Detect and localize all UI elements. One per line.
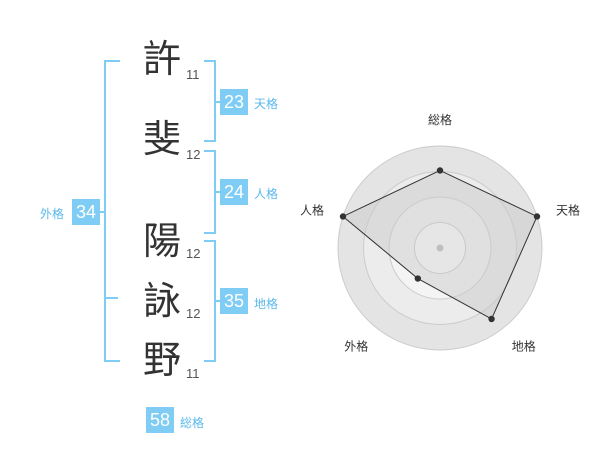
radar-center [436,244,444,252]
chikaku-bracket [204,240,216,362]
gaikaku-label: 外格 [40,207,65,221]
stroke-count-1: 11 [186,67,200,82]
radar-axis-label-4: 外格 [344,339,368,354]
jinkaku-connector [216,191,220,193]
gaikaku-connector [98,211,104,213]
chikaku-label: 地格 [254,297,279,311]
gaikaku-value: 34 [72,199,100,225]
jinkaku-label: 人格 [254,187,279,201]
chikaku-value: 35 [220,288,248,314]
radar-point-5 [339,213,347,220]
tenkaku-value: 23 [220,89,248,115]
tenkaku-label: 天格 [254,97,279,111]
jinkaku-value: 24 [220,179,248,205]
name-char-5: 野 [142,338,181,382]
radar-axis-label-1: 総格 [428,112,452,127]
radar-point-3 [488,315,495,323]
chikaku-connector [216,300,220,302]
jinkaku-bracket [204,150,216,234]
soukaku-label: 総格 [180,416,205,430]
soukaku-value: 58 [146,407,174,433]
gaikaku-bracket [104,60,120,362]
radar-point-2 [533,213,541,220]
radar-axis-label-5: 人格 [300,202,324,217]
stroke-count-4: 12 [186,306,201,321]
name-char-2: 斐 [142,117,181,161]
radar-axis-label-2: 天格 [556,202,580,217]
radar-polygon [342,169,538,320]
stroke-count-3: 12 [186,246,201,261]
name-char-3: 陽 [142,219,181,263]
radar-point-1 [436,167,444,174]
radar-point-4 [414,275,422,282]
radar-axis-label-3: 地格 [512,339,536,354]
gaikaku-bracket-inner-tick [106,297,118,299]
name-char-1: 許 [142,37,181,81]
stroke-count-5: 11 [186,366,200,381]
stroke-count-2: 12 [186,147,201,162]
tenkaku-connector [216,101,220,103]
name-char-4: 詠 [142,279,181,323]
tenkaku-bracket [204,60,216,142]
